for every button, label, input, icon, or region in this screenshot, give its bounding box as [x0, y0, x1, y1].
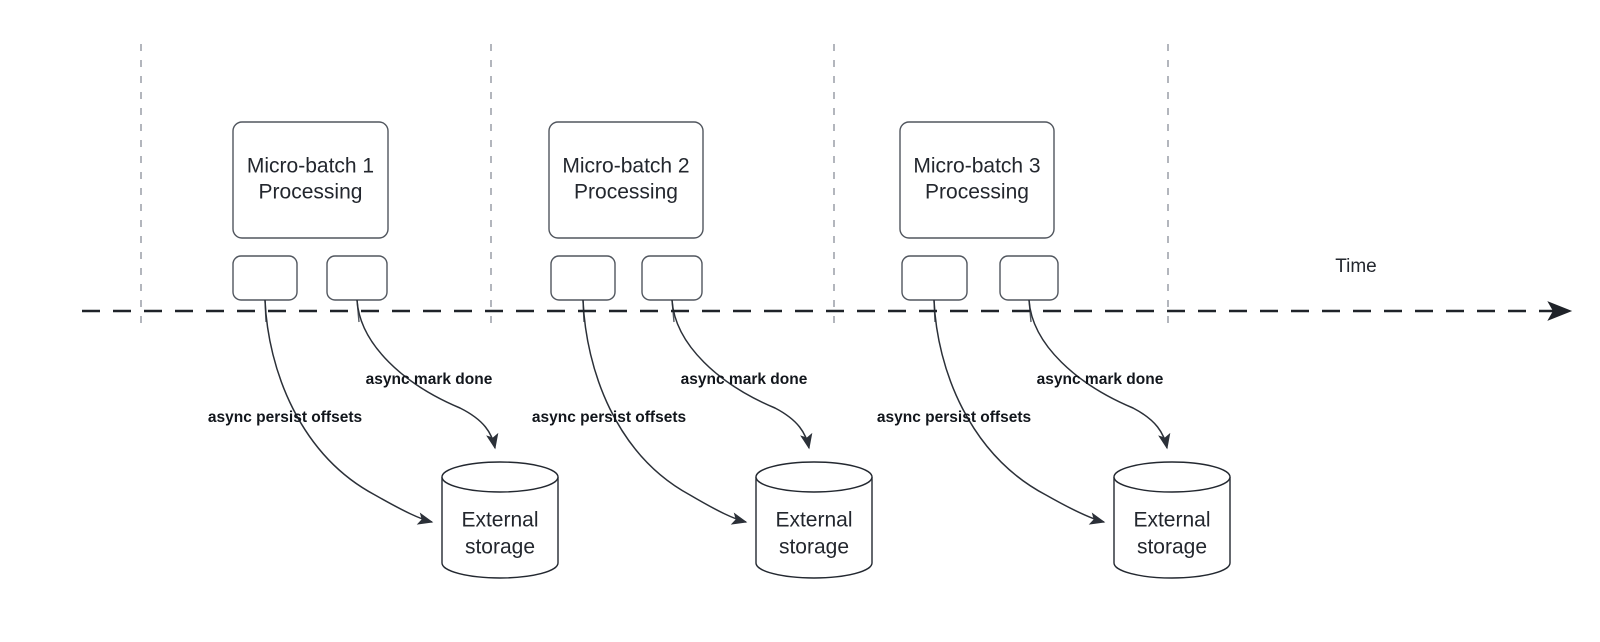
- micro-batch-group-2: Micro-batch 2 Processing async persist o…: [532, 121, 873, 579]
- micro-batch-1-persist-offsets-task[interactable]: [232, 255, 298, 301]
- micro-batch-1-box[interactable]: Micro-batch 1 Processing: [232, 121, 389, 239]
- micro-batch-1-async-mark-done-label: async mark done: [366, 371, 493, 388]
- micro-batch-group-3: Micro-batch 3 Processing async persist o…: [877, 121, 1231, 579]
- external-storage-3-label-line1: External: [1133, 509, 1210, 532]
- micro-batch-2-persist-offsets-task[interactable]: [550, 255, 616, 301]
- micro-batch-2-async-mark-done-arrow: [671, 299, 813, 450]
- micro-batch-2-box[interactable]: Micro-batch 2 Processing: [548, 121, 704, 239]
- micro-batch-3-persist-offsets-task[interactable]: [901, 255, 968, 301]
- external-storage-2-label-line2: storage: [779, 536, 849, 559]
- micro-batch-group-1: Micro-batch 1 Processing async persist o…: [208, 121, 559, 579]
- micro-batch-1-rect: [232, 121, 389, 239]
- micro-batch-3-box[interactable]: Micro-batch 3 Processing: [899, 121, 1055, 239]
- external-storage-3-label-line2: storage: [1137, 536, 1207, 559]
- micro-batch-2-async-mark-done-label: async mark done: [681, 371, 808, 388]
- micro-batch-3-label-line2: Processing: [925, 181, 1029, 204]
- micro-batch-3-async-persist-offsets-label: async persist offsets: [877, 409, 1031, 426]
- micro-batch-3-async-persist-offsets-arrow: [933, 299, 1106, 525]
- external-storage-1-label-line1: External: [461, 509, 538, 532]
- external-storage-2-label-line1: External: [775, 509, 852, 532]
- micro-batch-3-rect: [899, 121, 1055, 239]
- external-storage-1-label-line2: storage: [465, 536, 535, 559]
- micro-batch-1-async-persist-offsets-label: async persist offsets: [208, 409, 362, 426]
- external-storage-3-body: [1113, 477, 1231, 579]
- micro-batch-1-async-mark-done-arrow: [356, 299, 499, 450]
- external-storage-3-top: [1113, 461, 1231, 493]
- micro-batch-1-label-line1: Micro-batch 1: [247, 155, 374, 178]
- micro-batch-1-label-line2: Processing: [259, 181, 363, 204]
- micro-batch-2-label-line2: Processing: [574, 181, 678, 204]
- external-storage-2-top: [755, 461, 873, 493]
- micro-batch-2-mark-done-task[interactable]: [641, 255, 703, 301]
- time-axis-label: Time: [1335, 256, 1377, 277]
- micro-batch-2-async-persist-offsets-arrow: [582, 299, 748, 525]
- micro-batch-3-async-mark-done-label: async mark done: [1037, 371, 1164, 388]
- micro-batch-2-async-persist-offsets-label: async persist offsets: [532, 409, 686, 426]
- micro-batch-2-rect: [548, 121, 704, 239]
- external-storage-2-body: [755, 477, 873, 579]
- micro-batch-3-async-mark-done-arrow: [1028, 299, 1171, 450]
- micro-batch-1-async-persist-offsets-arrow: [264, 299, 434, 525]
- micro-batch-1-mark-done-task[interactable]: [326, 255, 388, 301]
- external-storage-2[interactable]: External storage: [755, 461, 873, 579]
- external-storage-1-body: [441, 477, 559, 579]
- external-storage-3[interactable]: External storage: [1113, 461, 1231, 579]
- micro-batch-3-label-line1: Micro-batch 3: [913, 155, 1040, 178]
- external-storage-1[interactable]: External storage: [441, 461, 559, 579]
- external-storage-1-top: [441, 461, 559, 493]
- micro-batch-3-mark-done-task[interactable]: [999, 255, 1059, 301]
- micro-batch-2-label-line1: Micro-batch 2: [562, 155, 689, 178]
